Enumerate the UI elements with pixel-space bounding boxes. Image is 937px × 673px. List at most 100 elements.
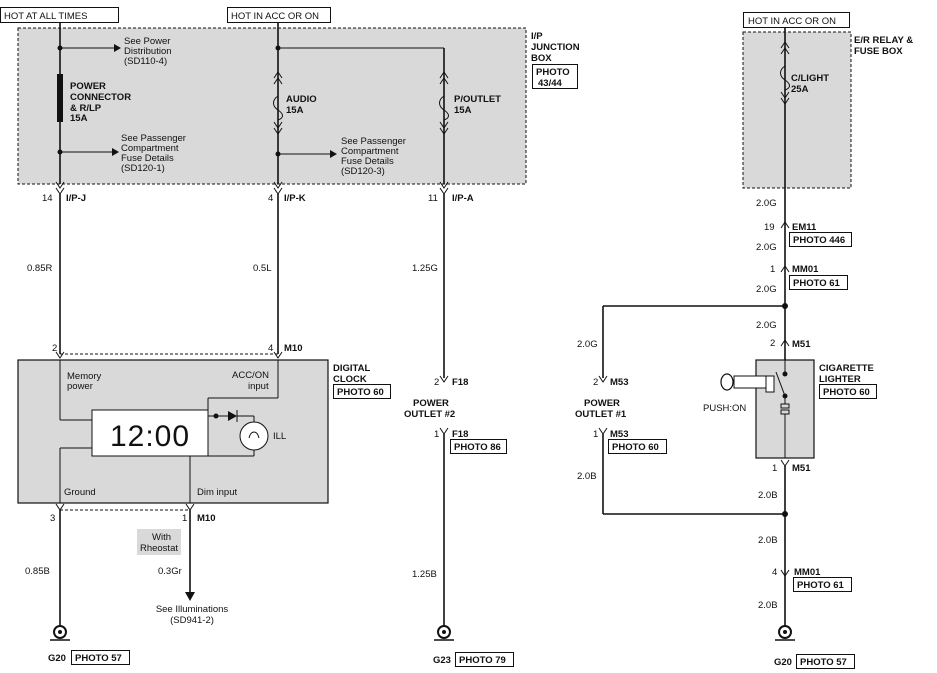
wire-125b: 1.25B [412,569,437,580]
wire-20g-r3: 2.0G [756,284,777,295]
with-label: With [152,532,171,543]
clock-diode [228,411,237,421]
m51-top-pin: 2 [770,338,775,349]
ip-junction-box: I/P JUNCTION BOX PHOTO 43/44 See Power D… [17,22,580,185]
hot-at-all-times-label: HOT AT ALL TIMES [4,11,87,22]
memory-power-label-1: Memory [67,371,102,382]
clock-title-2: CLOCK [333,374,367,385]
digital-clock: 2 4 M10 DIGITAL CLOCK PHOTO 60 Memory po… [17,343,391,524]
power-connector-label-2: CONNECTOR [70,92,131,103]
clock-photo: PHOTO 60 [337,387,384,398]
junction-box-photo-2: 43/44 [538,78,562,89]
cigarette-lighter: CIGARETTE LIGHTER PHOTO 60 PUSH:ON 1 M51 [703,359,877,474]
power-dist-text-1: See Power [124,36,170,47]
m53-photo: PHOTO 60 [612,442,659,453]
pass-mid-text-4: (SD120-3) [341,166,385,177]
wire-085r: 0.85R [27,263,52,274]
lighter-photo: PHOTO 60 [823,387,870,398]
mm01-top-photo: PHOTO 61 [793,278,841,289]
power-outlet-2: 2 F18 POWER OUTLET #2 1 F18 PHOTO 86 1.2… [404,375,507,628]
mm01-bot-photo: PHOTO 61 [797,580,845,591]
wire-20g-r1: 2.0G [756,198,777,209]
ipj-pin: 14 [42,193,53,204]
f18-bot-pin: 1 [434,429,439,440]
right-feed-chain: 2.0G 19 EM11 PHOTO 446 2.0G 1 MM01 PHOTO… [756,188,852,380]
power-dist-text-3: (SD110-4) [124,56,167,67]
clock-lower-wires: 0.85B 0.3Gr With Rheostat See Illuminati… [25,510,228,628]
er-relay-title-1: E/R RELAY & [854,35,913,46]
m10-top-connector: M10 [284,343,302,354]
see-illuminations-1: See Illuminations [156,604,229,615]
wire-20g-r2: 2.0G [756,242,777,253]
m10-bot-pin-left: 3 [50,513,55,524]
clock-display-text: 12:00 [110,420,190,453]
ground-g20-right: G20 PHOTO 57 [774,625,855,669]
pass-left-text-3: Fuse Details [121,153,174,164]
em11-pin: 19 [764,222,775,233]
poutlet-fuse [439,95,449,121]
push-on-label: PUSH:ON [703,403,746,414]
clight-fuse-label-1: C/LIGHT [791,73,829,84]
mm01-top-pin: 1 [770,264,775,275]
power-connector-fuse [57,74,63,122]
wire-20g-r4: 2.0G [756,320,777,331]
audio-fuse-label-2: 15A [286,105,304,116]
poutlet-fuse-label-1: P/OUTLET [454,94,501,105]
lighter-title-2: LIGHTER [819,374,861,385]
f18-top-connector: F18 [452,377,468,388]
ground-g20-left-label: G20 [48,653,66,664]
pass-mid-text-2: Compartment [341,146,399,157]
ipa-pin: 11 [428,193,438,204]
wire-20b-r3: 2.0B [758,600,778,611]
wire-03gr: 0.3Gr [158,566,182,577]
ground-g20-left: G20 PHOTO 57 [48,625,130,665]
junction-connectors: 14 I/P-J 4 I/P-K 11 I/P-A [42,181,474,204]
wire-125g: 1.25G [412,263,438,274]
illuminations-arrow-icon [185,592,195,601]
right-ground-chain: 2.0B 2.0B 4 MM01 PHOTO 61 2.0B [758,466,852,628]
audio-fuse-label-1: AUDIO [286,94,317,105]
pass-left-text-2: Compartment [121,143,179,154]
memory-power-label-2: power [67,381,93,392]
outlet1-label-2: OUTLET #1 [575,409,627,420]
audio-fuse [273,95,283,121]
m53-top-connector: M53 [610,377,628,388]
outlet2-label-2: OUTLET #2 [404,409,455,420]
er-relay-fuse-box: E/R RELAY & FUSE BOX C/LIGHT 25A [742,27,913,189]
pass-left-text-1: See Passenger [121,133,186,144]
clock-title-1: DIGITAL [333,363,370,374]
junction-box-title-1: I/P [531,31,543,42]
pass-left-text-4: (SD120-1) [121,163,165,174]
lighter-title-1: CIGARETTE [819,363,874,374]
mm01-top-connector: MM01 [792,264,819,275]
ipk-pin: 4 [268,193,273,204]
m51-bot-connector: M51 [792,463,811,474]
hot-in-acc-label-left: HOT IN ACC OR ON [231,11,319,22]
em11-connector: EM11 [792,222,817,233]
see-illuminations-2: (SD941-2) [170,615,214,626]
power-connector-label-1: POWER [70,81,106,92]
hot-in-acc-label-right: HOT IN ACC OR ON [748,16,836,27]
m10-bot-connector: M10 [197,513,215,524]
outlet2-label-1: POWER [413,398,449,409]
clight-fuse [780,65,790,91]
wire-20b-left: 2.0B [577,471,597,482]
junction-box-title-3: BOX [531,53,552,64]
m51-top-connector: M51 [792,339,811,350]
clight-fuse-label-2: 25A [791,84,809,95]
f18-photo: PHOTO 86 [454,442,501,453]
pass-mid-text-3: Fuse Details [341,156,394,167]
ground-label: Ground [64,487,96,498]
power-connector-label-4: 15A [70,113,88,124]
clock-display [91,409,209,457]
outlet1-label-1: POWER [584,398,620,409]
junction-box-title-2: JUNCTION [531,42,580,53]
illumination-bulb-icon [239,421,269,451]
f18-bot-connector: F18 [452,429,468,440]
f18-top-pin: 2 [434,377,439,388]
clock-feed-wires: 0.85R 0.5L 1.25G [27,194,445,378]
wire-20g-left: 2.0G [577,339,598,350]
wire-20b-r1: 2.0B [758,490,778,501]
wire-20b-r2: 2.0B [758,535,778,546]
ground-g23: G23 PHOTO 79 [433,625,514,667]
